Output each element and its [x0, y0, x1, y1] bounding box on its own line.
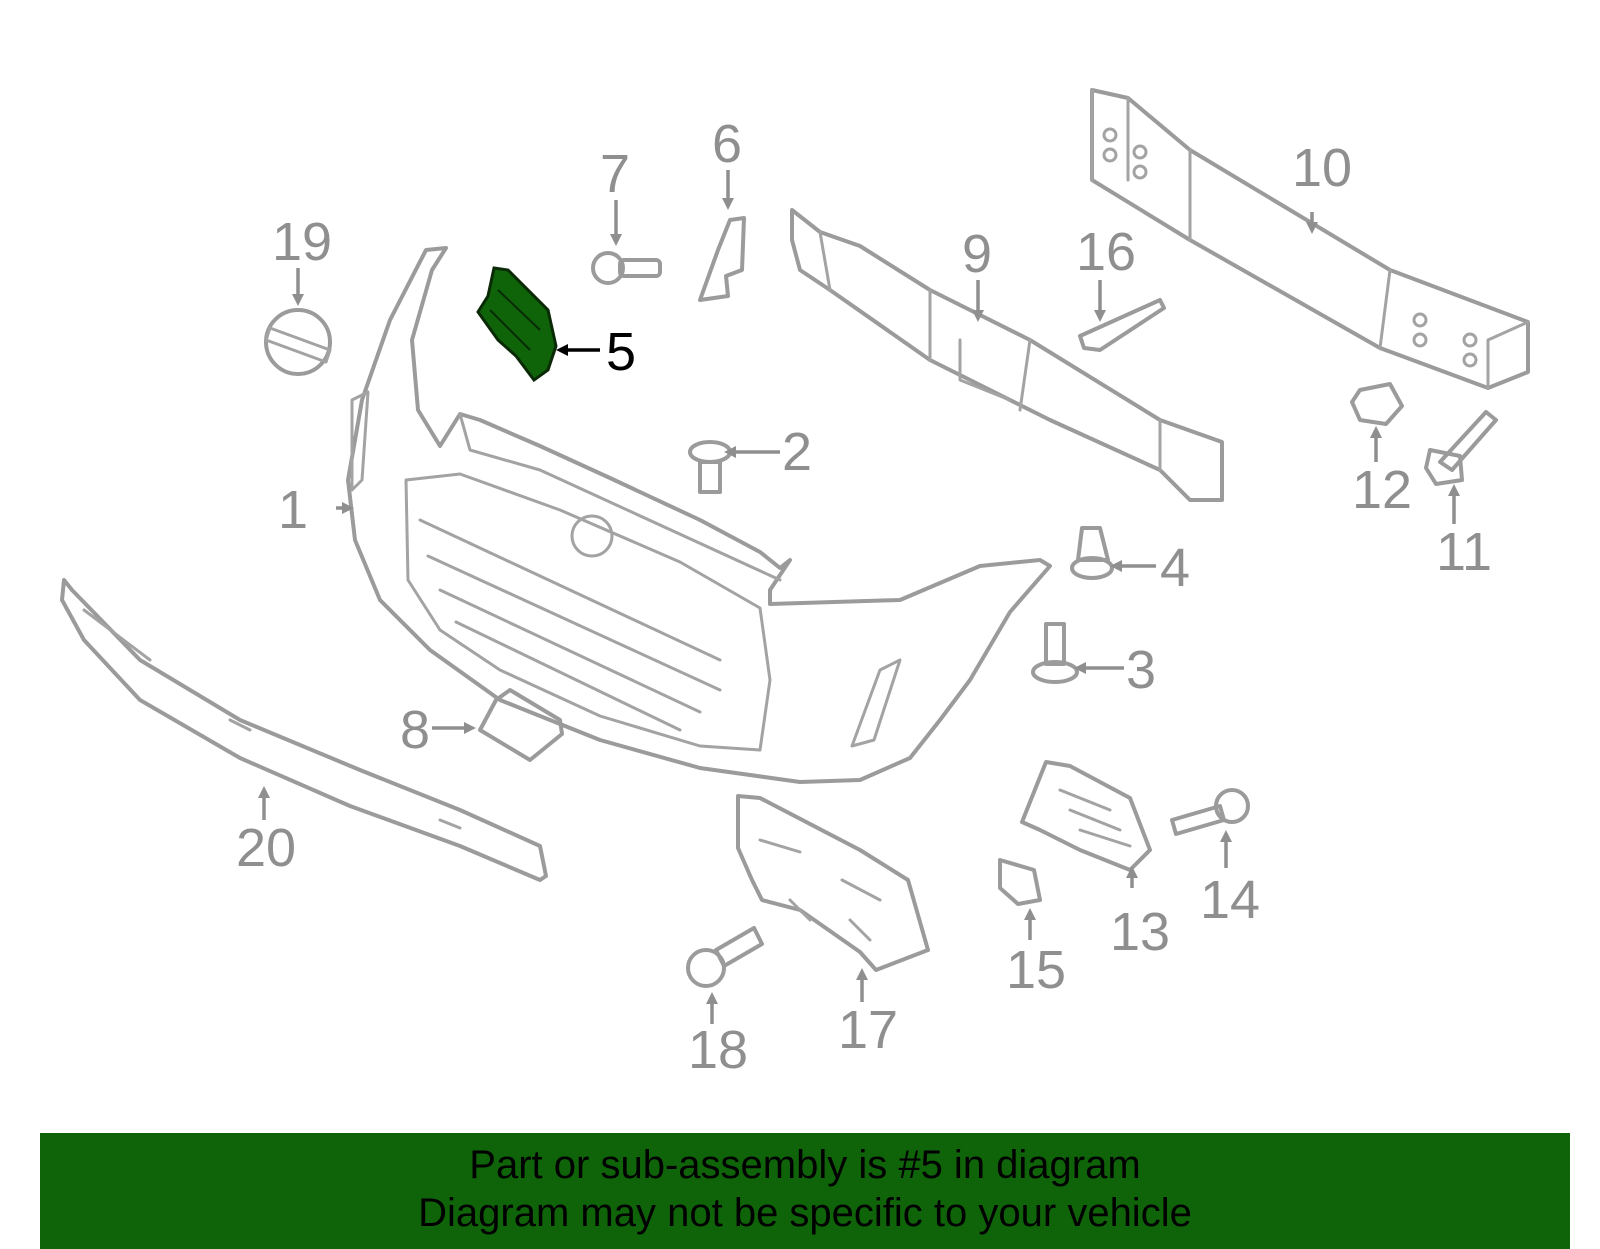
callout-19: 19 — [272, 212, 332, 272]
part-3-bolt — [1031, 622, 1079, 684]
callout-4: 4 — [1160, 538, 1190, 598]
part-2-push-pin — [688, 440, 732, 494]
part-12-nut — [1350, 382, 1404, 426]
callout-11: 11 — [1436, 522, 1492, 582]
part-9-absorber — [790, 208, 1224, 502]
callout-7: 7 — [600, 144, 630, 204]
part-16-tow-hook — [1078, 298, 1166, 352]
part-18-push-pin — [686, 926, 764, 988]
part-6-clip — [698, 216, 746, 302]
part-19-emblem — [264, 308, 332, 376]
banner-line-2: Diagram may not be specific to your vehi… — [418, 1191, 1192, 1235]
part-11-bolt — [1424, 410, 1498, 486]
part-15-clip — [998, 858, 1042, 906]
part-8-bracket — [478, 688, 564, 762]
callout-1: 1 — [278, 480, 308, 540]
callout-arrows — [258, 170, 1460, 1024]
part-17-shield — [736, 794, 930, 972]
callout-3: 3 — [1126, 640, 1156, 700]
part-13-side-bracket — [1020, 760, 1152, 872]
part-10-reinforcement — [1090, 88, 1530, 390]
part-20-lower-lip — [60, 578, 548, 882]
callout-8: 8 — [400, 700, 430, 760]
callout-5: 5 — [606, 322, 636, 382]
callout-15: 15 — [1006, 940, 1066, 1000]
callout-16: 16 — [1076, 222, 1136, 282]
info-banner: Part or sub-assembly is #5 in diagram Di… — [40, 1133, 1570, 1249]
callout-14: 14 — [1200, 870, 1260, 930]
callout-13: 13 — [1110, 902, 1170, 962]
callout-20: 20 — [236, 818, 296, 878]
callout-2: 2 — [782, 422, 812, 482]
part-14-bolt — [1170, 788, 1250, 836]
part-4-clip-nut — [1070, 526, 1114, 580]
part-1-bumper-cover — [346, 246, 1052, 784]
part-7-bolt — [591, 251, 662, 285]
callout-18: 18 — [688, 1020, 748, 1080]
banner-line-1: Part or sub-assembly is #5 in diagram — [469, 1143, 1141, 1187]
parts-diagram: 1 2 3 4 5 6 7 8 9 10 11 12 13 14 15 16 1… — [60, 88, 1530, 1080]
callout-6: 6 — [712, 114, 742, 174]
callout-17: 17 — [838, 1000, 898, 1060]
callout-9: 9 — [962, 224, 992, 284]
part-5-bracket-highlighted — [476, 266, 558, 383]
callout-10: 10 — [1292, 138, 1352, 198]
callout-12: 12 — [1352, 460, 1412, 520]
